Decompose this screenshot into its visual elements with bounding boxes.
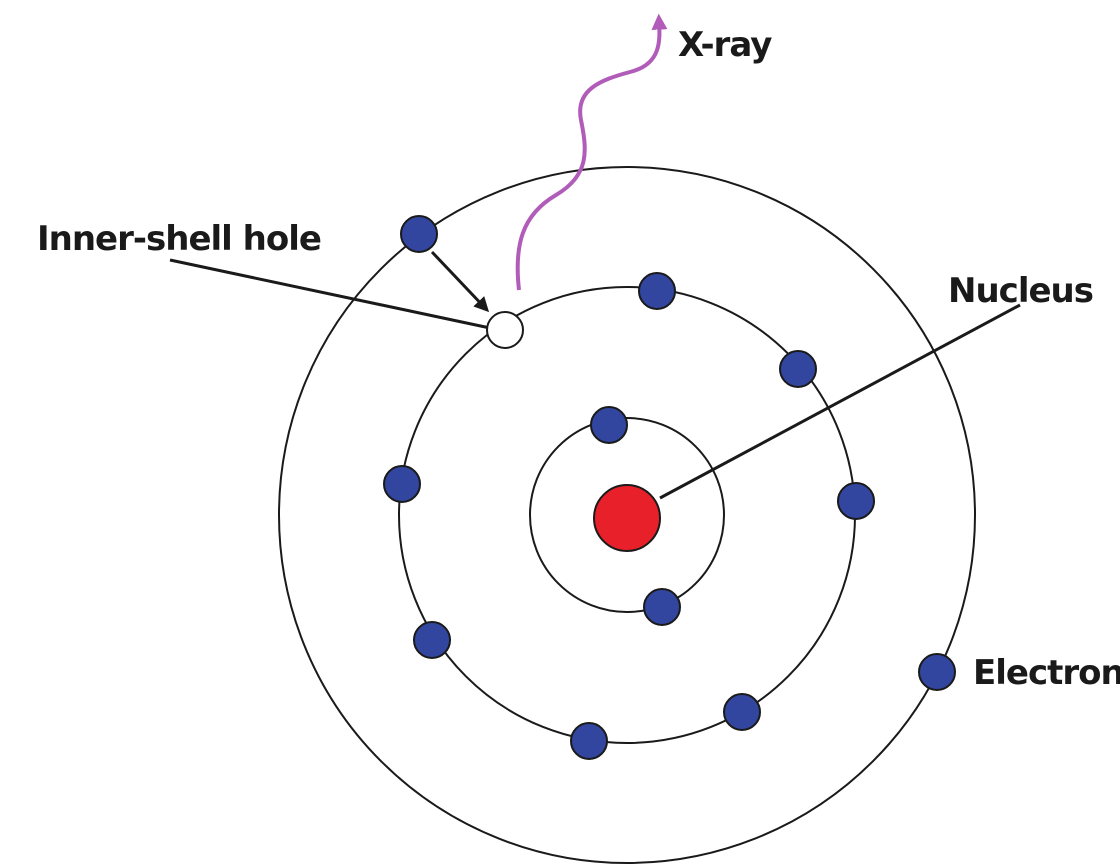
electron-inner-1 <box>590 406 628 444</box>
inner-shell-hole <box>486 311 524 349</box>
electron-middle-7 <box>383 465 421 503</box>
electron-inner-2 <box>643 588 681 626</box>
hole-leader-line <box>169 258 491 330</box>
electron-outer-1 <box>400 215 438 253</box>
electron-middle-5 <box>570 722 608 760</box>
xray-label: X-ray <box>678 25 772 65</box>
outer-shell-orbit <box>278 166 976 864</box>
electron-middle-3 <box>837 482 875 520</box>
electron-middle-2 <box>779 350 817 388</box>
electron-middle-1 <box>638 272 676 310</box>
xray-wave <box>515 13 668 291</box>
nucleus-label: Nucleus <box>948 271 1093 311</box>
nucleus <box>593 484 661 552</box>
nucleus-leader-line <box>659 303 1021 500</box>
electron-middle-4 <box>723 693 761 731</box>
electron-label: Electron <box>973 653 1120 693</box>
transition-arrow <box>430 250 490 313</box>
inner-shell-orbit <box>529 417 725 613</box>
electron-middle-6 <box>413 621 451 659</box>
inner-shell-hole-label: Inner-shell hole <box>37 219 321 259</box>
electron-outer-2 <box>918 653 956 691</box>
